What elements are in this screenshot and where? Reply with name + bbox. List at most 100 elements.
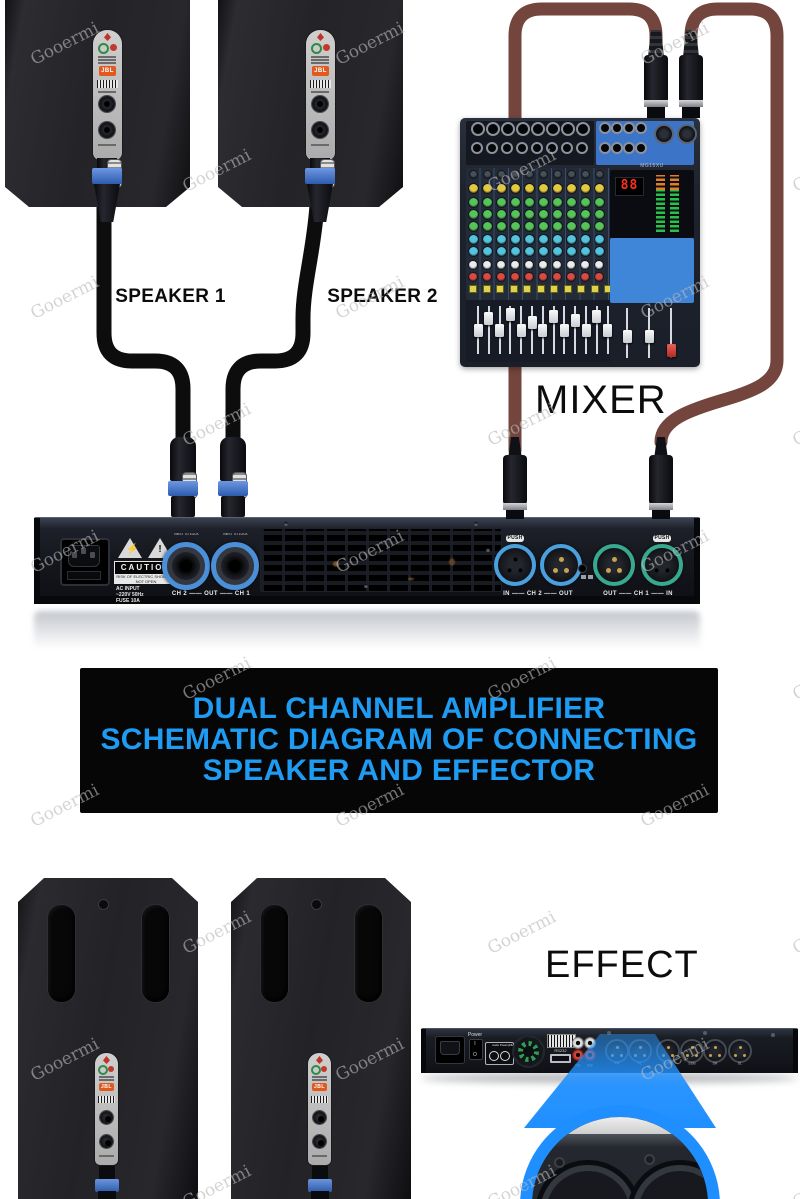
level-meter bbox=[670, 175, 679, 232]
xlr-socket bbox=[656, 126, 672, 142]
amplifier-rear-panel: ⚡ ! CAUTION RISK OF ELECTRIC SHOCK DO NO… bbox=[34, 517, 700, 604]
channel-button bbox=[537, 286, 544, 292]
jbl-logo: JBL bbox=[312, 66, 329, 76]
fader-track bbox=[531, 306, 533, 354]
xlr-male-closeup bbox=[540, 1165, 636, 1199]
xlr-input-ch1 bbox=[641, 544, 683, 586]
speakon-socket bbox=[313, 1111, 326, 1124]
mixer-knob bbox=[496, 221, 506, 231]
mixer-knob bbox=[469, 261, 477, 269]
mixer-knob bbox=[566, 183, 576, 193]
mixer-knob bbox=[511, 170, 519, 178]
jack-socket bbox=[625, 124, 633, 132]
mixer-knob bbox=[496, 197, 506, 207]
power-label: Power bbox=[467, 1032, 483, 1038]
mixer-knob bbox=[496, 209, 506, 219]
mixer-knob bbox=[510, 234, 520, 244]
jbl-logo: JBL bbox=[99, 1083, 114, 1091]
mixer-knob bbox=[552, 221, 562, 231]
jack-socket bbox=[625, 144, 633, 152]
fader-cap bbox=[538, 324, 548, 337]
xlr-plug bbox=[678, 30, 704, 118]
jack-socket bbox=[533, 144, 541, 152]
xlr-output bbox=[628, 1039, 652, 1063]
speakon-plug bbox=[216, 437, 250, 517]
twist-lock-label: TWIST TO LOCK bbox=[222, 533, 248, 537]
mixer-faders bbox=[466, 300, 613, 362]
mixer-knob bbox=[496, 246, 506, 256]
mixer-knob bbox=[566, 246, 576, 256]
mixer-knob bbox=[580, 234, 590, 244]
mixer-knob bbox=[595, 261, 603, 269]
mixer-knob bbox=[552, 183, 562, 193]
fader-track bbox=[670, 308, 672, 358]
mixer-cable-ch1 bbox=[654, 2, 784, 449]
mixer-knob bbox=[524, 197, 534, 207]
channel-button bbox=[578, 286, 584, 292]
mixer-knob bbox=[566, 221, 576, 231]
screw bbox=[554, 1157, 565, 1168]
screw bbox=[312, 900, 321, 909]
mixer-knob bbox=[497, 273, 505, 281]
mixer-knob bbox=[511, 261, 519, 269]
jack-socket bbox=[473, 124, 483, 134]
cert-red-icon bbox=[323, 44, 330, 51]
mixer-knob bbox=[552, 197, 562, 207]
xlr-caption: SUB bbox=[688, 1061, 696, 1067]
jack-socket bbox=[533, 124, 543, 134]
mixer-display: 88 bbox=[615, 177, 644, 196]
ac-inlet bbox=[435, 1036, 465, 1064]
barcode bbox=[98, 1096, 115, 1103]
jack-socket bbox=[473, 144, 481, 152]
mixer-knob bbox=[566, 234, 576, 244]
xlr-plug bbox=[643, 30, 669, 118]
push-tab: PUSH bbox=[653, 535, 671, 542]
mixer-knob bbox=[552, 234, 562, 244]
mixer-knob bbox=[482, 246, 492, 256]
mixer-knob bbox=[595, 170, 603, 178]
jack-socket bbox=[563, 124, 573, 134]
speakon-socket bbox=[100, 1135, 113, 1148]
mixer-knob bbox=[468, 183, 478, 193]
mixer-knob bbox=[594, 234, 604, 244]
fader-cap bbox=[559, 324, 569, 337]
xlr-output bbox=[680, 1039, 704, 1063]
xlr-output bbox=[656, 1039, 680, 1063]
ac-inlet bbox=[60, 538, 110, 586]
mixer-knob bbox=[469, 273, 477, 281]
banner-line1: DUAL CHANNEL AMPLIFIER bbox=[192, 692, 606, 725]
mixer-cable-ch2 bbox=[508, 2, 663, 457]
mixer-knob bbox=[524, 183, 534, 193]
tower-speaker1: JBL bbox=[18, 878, 198, 1199]
mixer-knob bbox=[482, 221, 492, 231]
effector-rear-panel: Power Audio Preamplifier RS232 IN1 IN2 F… bbox=[421, 1028, 798, 1073]
xlr-output-ch1 bbox=[593, 544, 635, 586]
vent-grille bbox=[260, 528, 502, 592]
mixer-knob bbox=[524, 246, 534, 256]
mixer-knob bbox=[525, 170, 533, 178]
brand-mark-icon bbox=[316, 1056, 323, 1064]
mixer-knob bbox=[566, 209, 576, 219]
jack-socket bbox=[601, 144, 609, 152]
mixer-knob bbox=[524, 221, 534, 231]
mixer-knob bbox=[594, 246, 604, 256]
fader-track bbox=[509, 306, 512, 354]
mixer-knob bbox=[567, 261, 575, 269]
speaker2-connector-panel: JBL bbox=[306, 30, 335, 160]
mixer-knob bbox=[468, 221, 478, 231]
mixer-knob bbox=[553, 273, 561, 281]
fader-track bbox=[487, 306, 490, 354]
jack-socket bbox=[488, 144, 496, 152]
speakon-socket bbox=[99, 122, 115, 138]
handle-slot bbox=[142, 905, 169, 1002]
jack-socket bbox=[613, 144, 621, 152]
mixer-knob bbox=[482, 209, 492, 219]
mixer-knob bbox=[482, 197, 492, 207]
fader-cap bbox=[666, 344, 676, 357]
mixer-knob bbox=[567, 273, 575, 281]
speaker1-connector-panel: JBL bbox=[93, 30, 122, 160]
fader-cap bbox=[473, 324, 483, 337]
fuse-drawer bbox=[67, 571, 101, 580]
mixer-knob bbox=[594, 197, 604, 207]
